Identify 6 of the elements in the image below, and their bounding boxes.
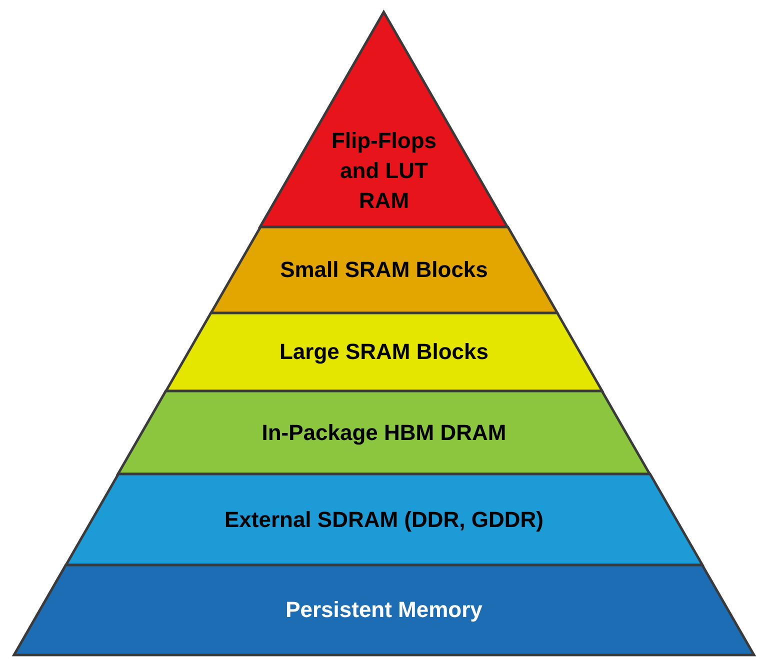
tier-label: Small SRAM Blocks	[279, 256, 489, 284]
tier-label: External SDRAM (DDR, GDDR)	[223, 506, 544, 534]
tier-label: Large SRAM Blocks	[278, 338, 490, 366]
tier-label: In-Package HBM DRAM	[260, 418, 508, 447]
tier-label: Flip-Flops and LUT RAM	[330, 127, 438, 216]
tier-label: Persistent Memory	[284, 596, 484, 624]
